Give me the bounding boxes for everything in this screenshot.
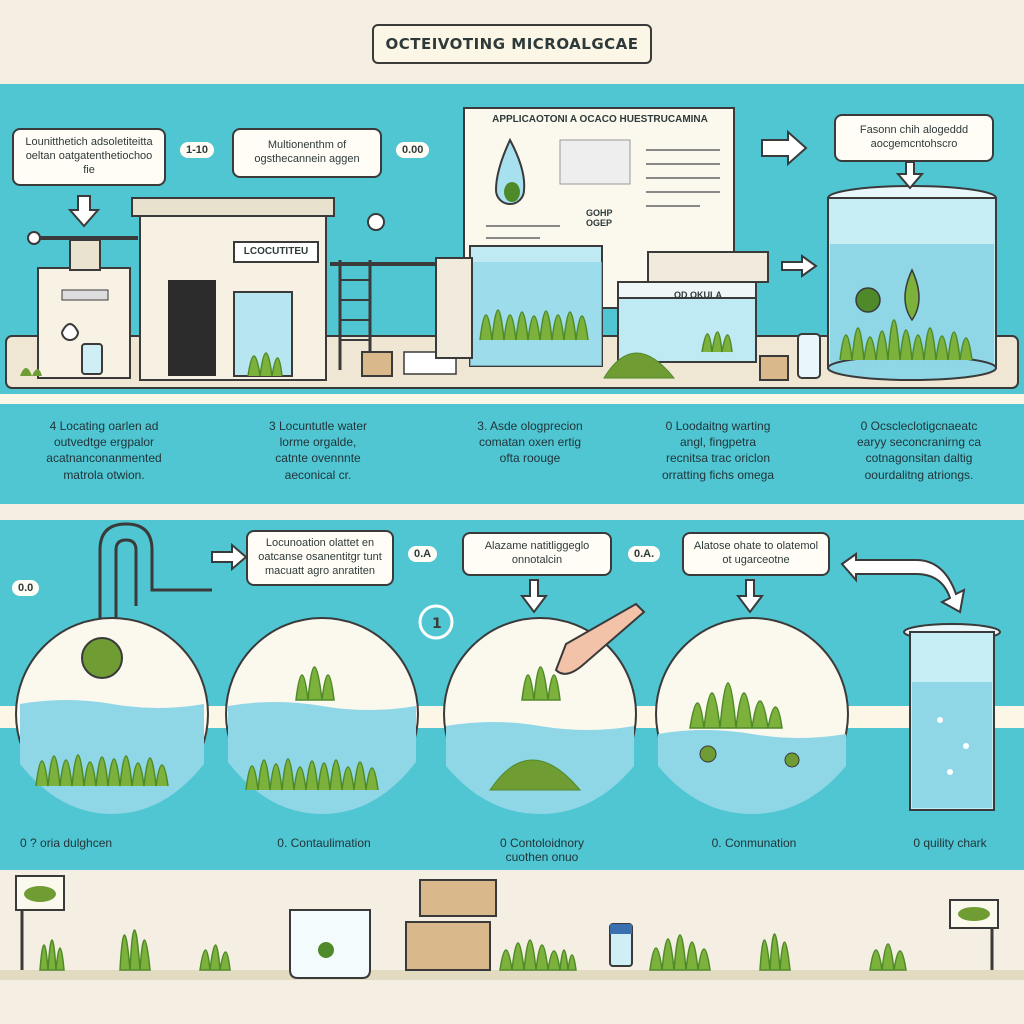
culture-tank-2 [603, 251, 821, 381]
seaweed-plants [39, 929, 907, 971]
callout-mixing: Multionenthm of ogsthecannein aggen [232, 128, 382, 178]
culture-tank-1 [435, 245, 603, 367]
stage-circle-4 [655, 617, 849, 814]
step-3: 3. Asde ologprecion comatan oxen ertig o… [477, 419, 583, 466]
tag-bottom-2: 0.A [408, 546, 438, 562]
tank-label: OD OKULA [674, 290, 722, 300]
signpost-right [949, 899, 999, 970]
stage-caption-5: 0 quility chark [913, 836, 987, 850]
stage-circle-2 [225, 617, 419, 814]
tag-step-range: 1-10 [180, 142, 215, 158]
step-marker-icon: 1 [432, 616, 442, 632]
pump-station [27, 231, 138, 379]
middle-divider [0, 394, 1024, 404]
building-label: LCOCUTITEU [243, 246, 309, 257]
step-1: 4 Locating oarlen ad outvedtge ergpalor … [46, 419, 162, 482]
laboratory-building [131, 197, 335, 381]
inlet-pipe [98, 522, 212, 634]
ground-plants-strip [0, 875, 1024, 980]
page-title: OCTEIVOTING MICROALGCAE [372, 24, 652, 64]
stage-caption-3: 0 Contoloidnory cuothen onuo [499, 836, 585, 864]
signpost-left [15, 875, 65, 970]
callout-pumping: Locunoation olattet en oatcanse osanenti… [246, 530, 394, 586]
bottom-process-scene: 1 [15, 522, 1001, 814]
step-2: 3 Locuntutle water lorme orgalde, catnte… [268, 419, 368, 482]
supply-bag [289, 909, 371, 979]
quality-beaker [903, 623, 1001, 811]
top-process-scene [5, 107, 1019, 389]
stage-circle-3 [443, 602, 646, 814]
top-arrows [67, 129, 925, 278]
step-4: 0 Loodaitng warting angl, fingpetra recn… [661, 419, 775, 482]
sample-vial [609, 923, 633, 967]
step-5: 0 Ocscleclotigcnaeatc earyy seconcranirn… [856, 419, 982, 482]
callout-harvest: Fasonn chih alogeddd aocgemcntohscro [834, 114, 994, 162]
stage-caption-1: 0 ? oria dulghcen [20, 836, 113, 850]
stage-caption-2: 0. Contaulimation [277, 836, 371, 850]
poster-heading: APPLICAOTONI A OCACO HUESTRUCAMINA [492, 114, 708, 125]
callout-sourcing: Lounitthetich adsoletiteitta oeltan oatg… [12, 128, 166, 186]
callout-inoculation: Alazame natitliggeglo onnotalcin [462, 532, 612, 576]
tag-bottom-1: 0.0 [12, 580, 40, 596]
tag-bottom-3: 0.A. [628, 546, 661, 562]
large-cylinder-tank [827, 185, 997, 381]
stage-circle-1 [15, 617, 209, 814]
supply-crates [405, 879, 497, 971]
callout-growth: Alatose ohate to olatemol ot ugarceotne [682, 532, 830, 576]
tag-step-count: 0.00 [396, 142, 430, 158]
poster-side-label: GOHP OGEP [586, 208, 613, 228]
stage-caption-4: 0. Conmunation [711, 836, 797, 850]
bottom-arrows [211, 542, 966, 614]
